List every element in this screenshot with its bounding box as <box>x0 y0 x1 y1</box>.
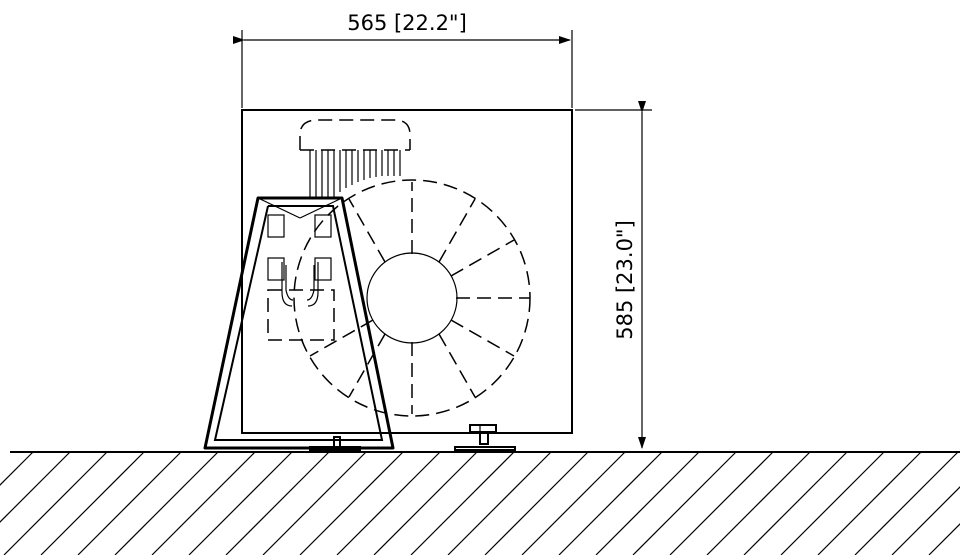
width-dimension: 565 [22.2"] <box>233 11 573 108</box>
foot-left-base <box>309 446 361 451</box>
foot-left-post <box>333 436 341 448</box>
fan-hub <box>366 252 458 344</box>
foot-right-bracket <box>469 424 497 433</box>
foot-right-post <box>479 431 489 445</box>
frame-outline <box>203 196 395 450</box>
width-dimension-label: 565 [22.2"] <box>347 11 467 35</box>
foot-right-base <box>454 446 516 451</box>
mounting-brackets <box>267 214 332 307</box>
fan-blades <box>309 182 530 414</box>
support-frame <box>203 196 395 450</box>
bracket-top-right <box>314 214 332 238</box>
floor <box>0 451 960 555</box>
bracket-bottom-left <box>267 257 285 281</box>
bracket-bottom-right <box>314 257 332 281</box>
motor-outline <box>299 119 411 197</box>
bracket-top-left <box>267 214 285 238</box>
motor-mount-plate <box>267 289 335 341</box>
frame-inner-outline <box>213 205 384 441</box>
fan-wheel <box>293 179 531 417</box>
floor-hatching <box>0 451 960 555</box>
motor-cooling-fins <box>309 150 401 197</box>
height-dimension: 585 [23.0"] <box>575 101 652 449</box>
leveling-feet <box>309 424 516 451</box>
height-dimension-label: 585 [23.0"] <box>613 220 637 340</box>
housing-outline <box>241 109 573 434</box>
